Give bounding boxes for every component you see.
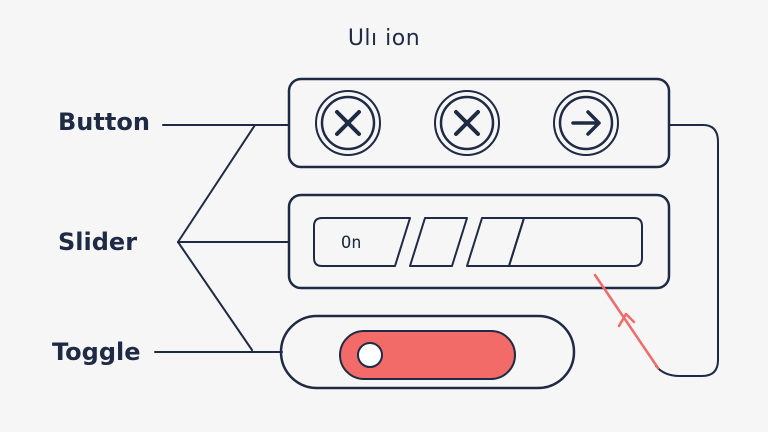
next-button[interactable] (553, 90, 619, 156)
toggle-switch[interactable] (339, 330, 516, 380)
branch-line-up (177, 124, 256, 243)
slider-segment (466, 217, 525, 267)
slider-panel (287, 193, 671, 290)
slider-state-text: On (341, 233, 362, 253)
connector-lines (154, 124, 289, 353)
close-button-2[interactable] (434, 90, 500, 156)
annotation-arrow (593, 273, 660, 370)
close-button-1[interactable] (315, 90, 381, 156)
toggle-knob (357, 342, 383, 368)
slider-segment-end (508, 217, 643, 267)
close-icon (335, 110, 361, 136)
feedback-loop-line (655, 124, 719, 377)
arrow-right-icon (571, 110, 601, 136)
slider-segment-on (313, 217, 411, 267)
slider-track[interactable] (313, 217, 643, 267)
button-panel (287, 77, 671, 169)
label-slider: Slider (58, 228, 138, 256)
slider-segment (409, 217, 468, 267)
label-button: Button (58, 108, 150, 136)
toggle-panel (279, 314, 576, 390)
close-icon (454, 110, 480, 136)
label-toggle: Toggle (52, 338, 141, 366)
branch-line-down (177, 241, 253, 351)
diagram-title: Ulı ion (347, 26, 421, 51)
